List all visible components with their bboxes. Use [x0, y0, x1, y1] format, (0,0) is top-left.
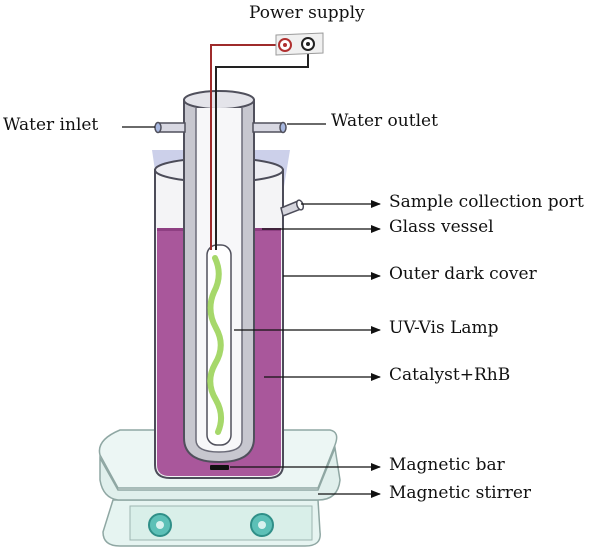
- label-catalyst-rhb: Catalyst+RhB: [389, 365, 511, 385]
- label-water-outlet: Water outlet: [331, 111, 438, 131]
- label-water-inlet: Water inlet: [3, 115, 99, 135]
- uv-vis-lamp: [206, 244, 232, 446]
- stirrer-knob-left: [148, 513, 172, 537]
- label-uv-vis-lamp: UV-Vis Lamp: [389, 318, 499, 338]
- water-inlet-pipe: [154, 121, 186, 134]
- stirrer-knob-right: [250, 513, 274, 537]
- label-magnetic-bar: Magnetic bar: [389, 455, 505, 475]
- label-magnetic-stirrer: Magnetic stirrer: [389, 483, 532, 503]
- leader-lines: [122, 123, 381, 498]
- label-glass-vessel: Glass vessel: [389, 217, 494, 237]
- label-sample-collection-port: Sample collection port: [389, 192, 584, 212]
- label-power-supply: Power supply: [249, 3, 365, 23]
- power-supply-box: [275, 32, 324, 56]
- sample-collection-port: [280, 199, 305, 218]
- label-outer-dark-cover: Outer dark cover: [389, 264, 537, 284]
- magnetic-bar: [210, 465, 229, 470]
- water-outlet-pipe: [252, 121, 287, 134]
- power-wires: [210, 44, 309, 250]
